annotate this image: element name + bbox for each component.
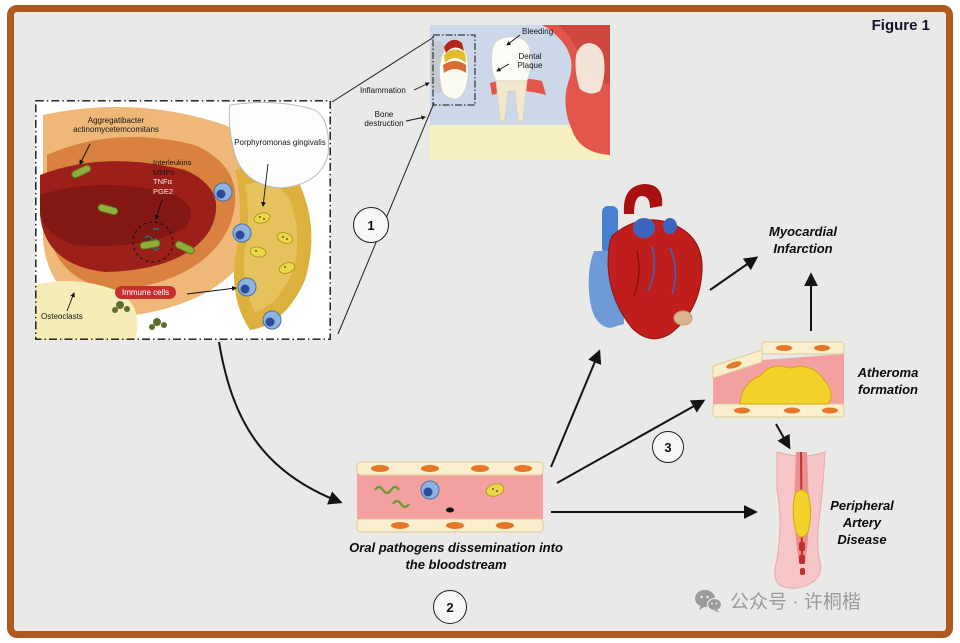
label-porphyromonas: Porphyromonas gingivalis	[234, 138, 326, 147]
label-bleeding: Bleeding	[522, 27, 554, 36]
mediator-mmps: MMPs	[153, 167, 175, 177]
step-2-badge: 2	[433, 590, 467, 624]
mediator-tnfa: TNFα	[153, 177, 172, 186]
panel-border	[35, 100, 331, 340]
bacteria-cluster	[112, 301, 167, 330]
step-1-badge: 1	[353, 207, 389, 243]
step-3-badge: 3	[652, 431, 684, 463]
bacteria-dots	[255, 216, 288, 268]
mediator-interleukins: Interleukins	[153, 158, 192, 167]
leg-artery-illustration	[774, 451, 826, 589]
heart-illustration	[588, 184, 703, 340]
label-dental-plaque: Dental Plaque	[517, 52, 543, 71]
oval-bacterium	[485, 483, 505, 497]
peripheral-artery-disease-label: Peripheral Artery Disease	[830, 498, 894, 547]
tissue-pointer-arrows	[66, 143, 269, 312]
wechat-icon	[695, 589, 722, 612]
tooth-illustration	[428, 25, 610, 160]
label-inflammatory-mediators: Interleukins MMPs TNFα PGE2	[153, 158, 191, 196]
periodontal-tissue-illustration	[35, 100, 331, 340]
tooth-illustration-panel	[428, 25, 610, 160]
green-rod-bacteria	[71, 164, 195, 255]
label-bone-destruction: Bone destruction	[364, 110, 404, 129]
label-inflammation: Inflammation	[360, 86, 406, 95]
watermark-text: 公众号 · 许桐楷	[730, 592, 861, 613]
endothelial-nuclei	[371, 465, 532, 529]
coronary-vessels	[633, 245, 677, 297]
watermark: 公众号 · 许桐楷	[694, 587, 861, 614]
figure-title: Figure 1	[871, 17, 930, 34]
spirochete-bacteria	[374, 485, 410, 509]
mediator-pge2: PGE2	[153, 186, 174, 196]
atheroma-vessel-illustration	[712, 341, 845, 418]
endothelial-nuclei	[726, 345, 838, 414]
small-pathogen	[446, 507, 454, 513]
label-immune-cells: Immune cells	[115, 286, 177, 299]
ischemia-dashes	[799, 542, 805, 575]
yellow-oval-bacteria	[249, 212, 296, 274]
myocardial-infarction-label: Myocardial Infarction	[769, 224, 837, 256]
label-aggregatibacter: Aggregatibacter actinomycetemcomitans	[73, 116, 159, 135]
peripheral-plaque	[792, 489, 811, 538]
atheroma-formation-label: Atheroma formation	[857, 365, 919, 397]
bloodstream-caption: Oral pathogens dissemination into the bl…	[349, 540, 563, 572]
periodontal-detail-panel: Aggregatibacter actinomycetemcomitans In…	[35, 100, 331, 340]
cytokine-zone-circle	[132, 221, 174, 263]
bloodstream-vessel-illustration	[356, 461, 544, 533]
label-osteoclasts: Osteoclasts	[41, 312, 83, 321]
atheroma-plaque	[739, 365, 832, 405]
immune-cells-illustration	[213, 182, 282, 330]
